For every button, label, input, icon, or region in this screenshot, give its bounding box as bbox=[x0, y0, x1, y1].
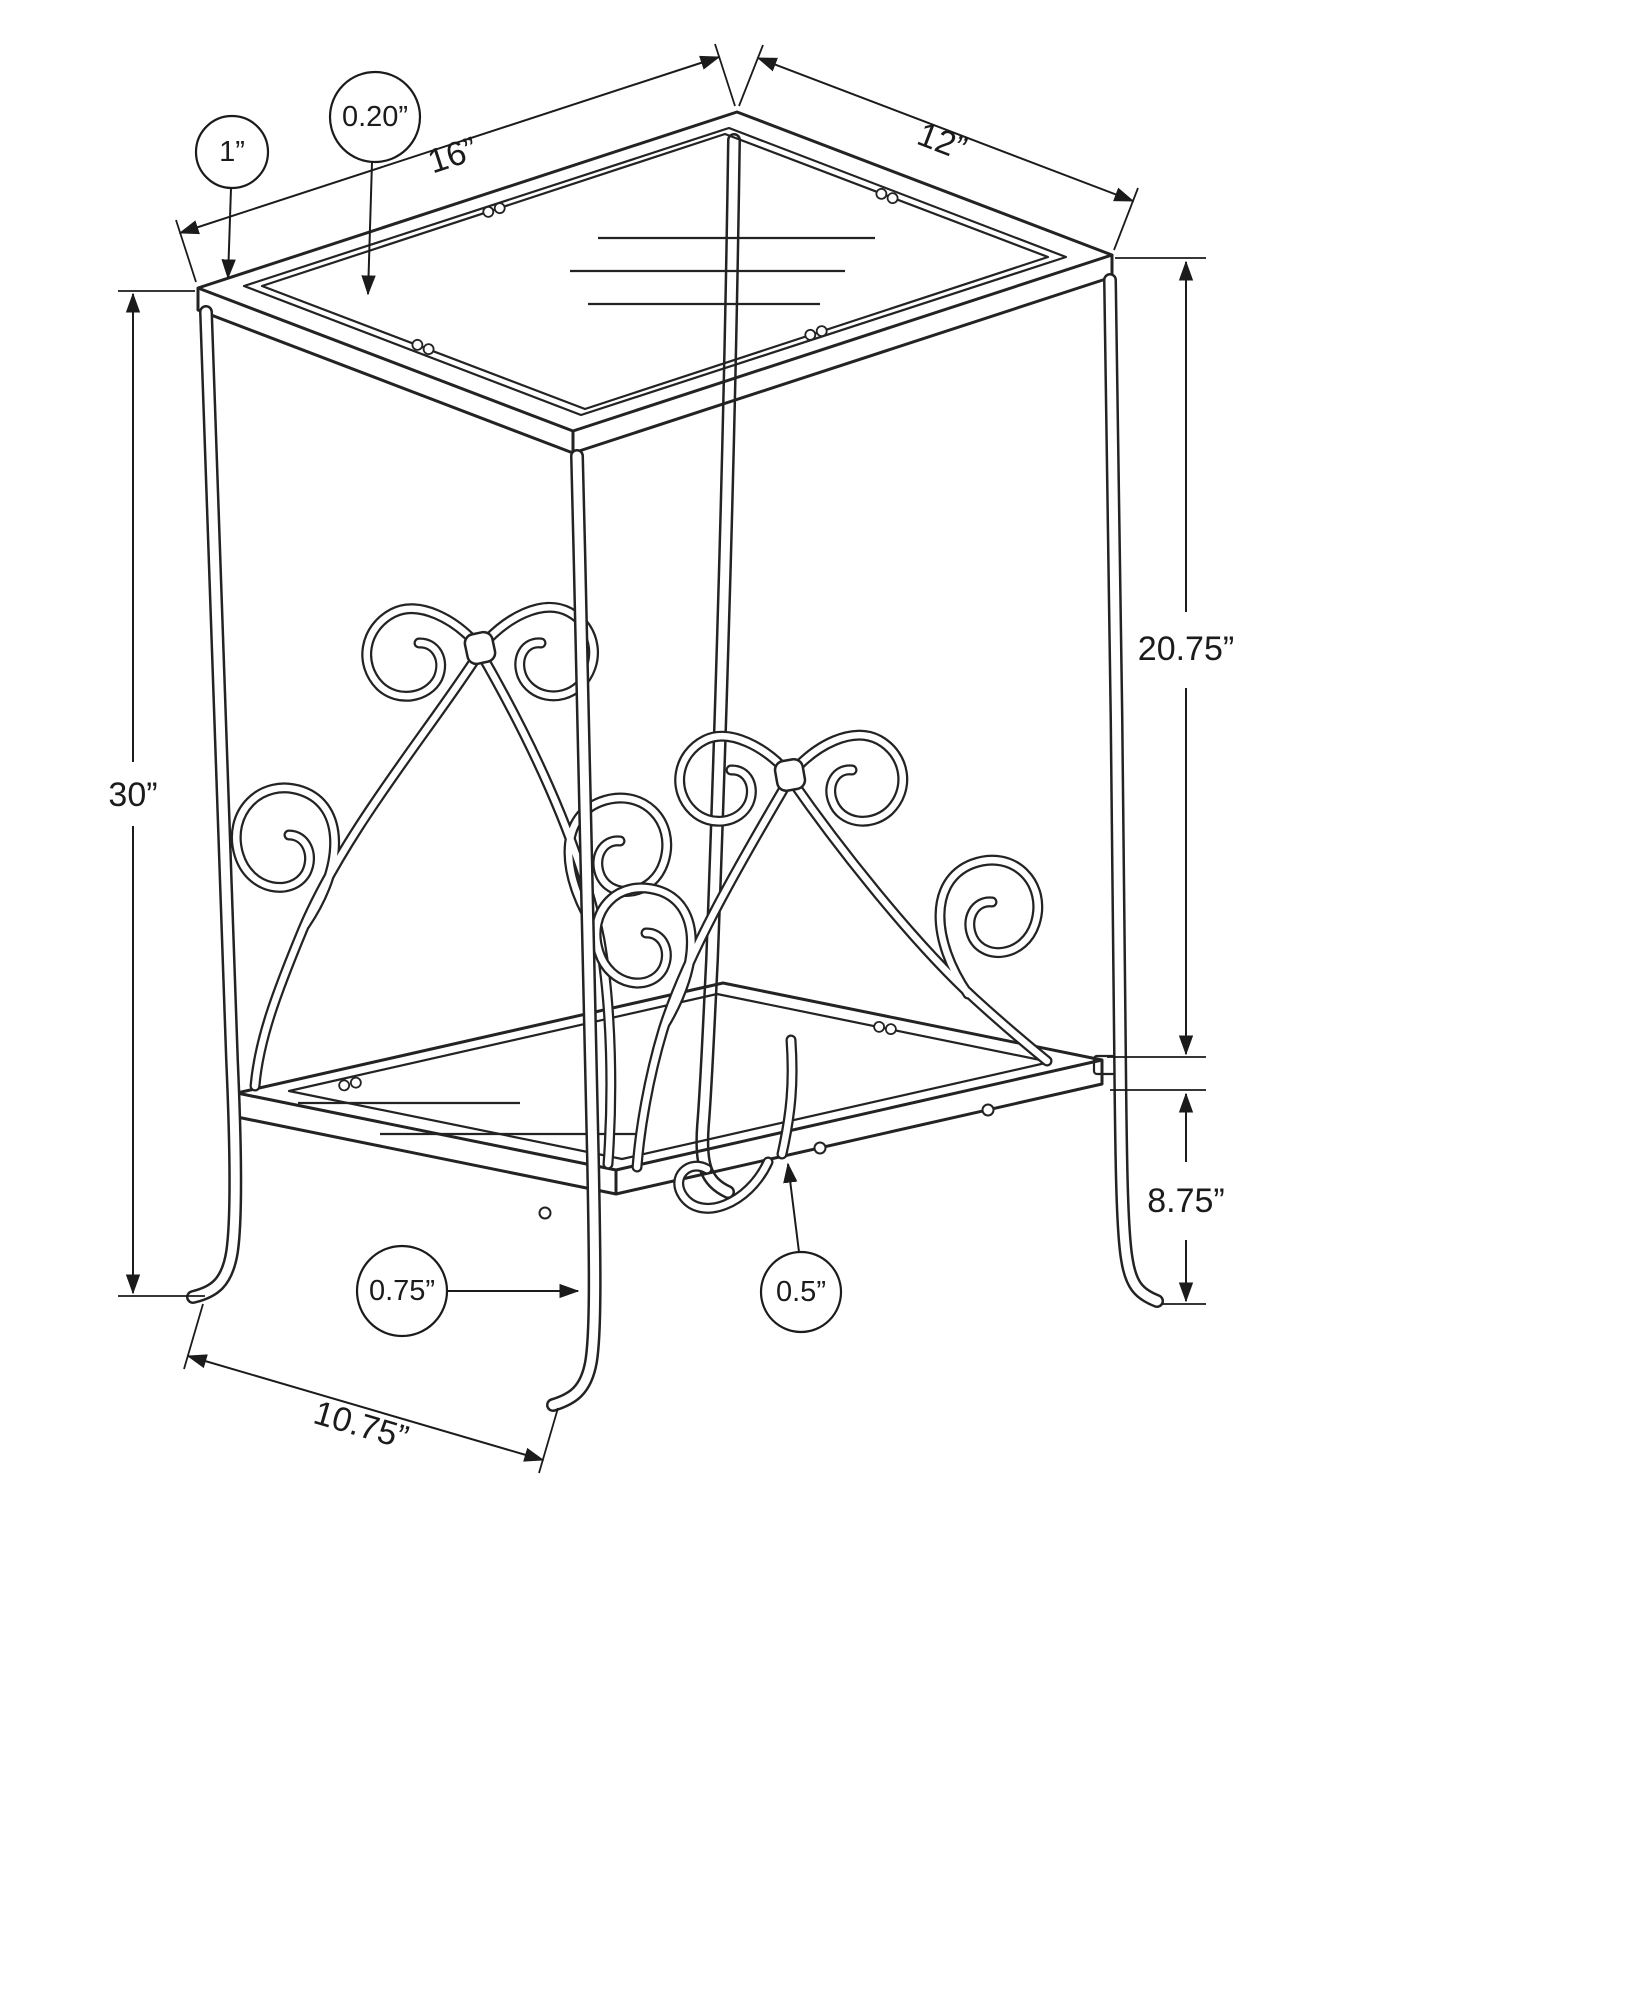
dimension-base-length: 10.75” bbox=[183, 1303, 559, 1474]
dimension-under-top-clearance: 20.75” bbox=[1107, 257, 1234, 1058]
scroll-collar-front bbox=[773, 757, 807, 793]
callout-label-scroll-tube: 0.5” bbox=[776, 1276, 826, 1308]
scroll-panel-left bbox=[236, 607, 667, 1164]
scroll-panel-front bbox=[596, 735, 1047, 1167]
glass-clips-shelf bbox=[337, 1020, 898, 1093]
table-illustration bbox=[193, 110, 1157, 1405]
callout-label-glass-thickness: 0.20” bbox=[342, 101, 408, 133]
dim-label-top-width: 12” bbox=[912, 115, 971, 168]
dimension-top-width: 12” bbox=[738, 44, 1139, 251]
table-leg-left bbox=[193, 312, 235, 1297]
table-leg-back bbox=[702, 140, 734, 1192]
callout-label-leg-width: 0.75” bbox=[369, 1275, 435, 1307]
dimension-shelf-height: 8.75” bbox=[1110, 1089, 1225, 1305]
table-leg-right bbox=[1110, 280, 1157, 1301]
callout-frame-thickness: 1” bbox=[194, 114, 270, 280]
dimension-overall-height: 30” bbox=[108, 290, 205, 1297]
glass-reflection-lines bbox=[570, 236, 875, 306]
table-leg-front bbox=[553, 456, 595, 1405]
scroll-collar-left bbox=[463, 630, 497, 666]
table-top-frame bbox=[196, 110, 1114, 455]
shelf-screws bbox=[538, 1103, 995, 1220]
dim-label-shelf-height: 8.75” bbox=[1147, 1182, 1225, 1220]
dimension-annotations: 16” 12” 30” 20.75” 8.75” bbox=[108, 43, 1234, 1474]
dim-label-under-top-clearance: 20.75” bbox=[1138, 630, 1234, 668]
callout-glass-thickness: 0.20” bbox=[328, 70, 422, 296]
callout-scroll-tube: 0.5” bbox=[759, 1162, 843, 1334]
callout-label-frame-thickness: 1” bbox=[219, 136, 245, 168]
callout-leg-width: 0.75” bbox=[355, 1244, 580, 1338]
dimension-top-length: 16” bbox=[175, 43, 736, 283]
dim-label-base-length: 10.75” bbox=[309, 1394, 412, 1458]
dim-label-overall-height: 30” bbox=[108, 776, 157, 814]
